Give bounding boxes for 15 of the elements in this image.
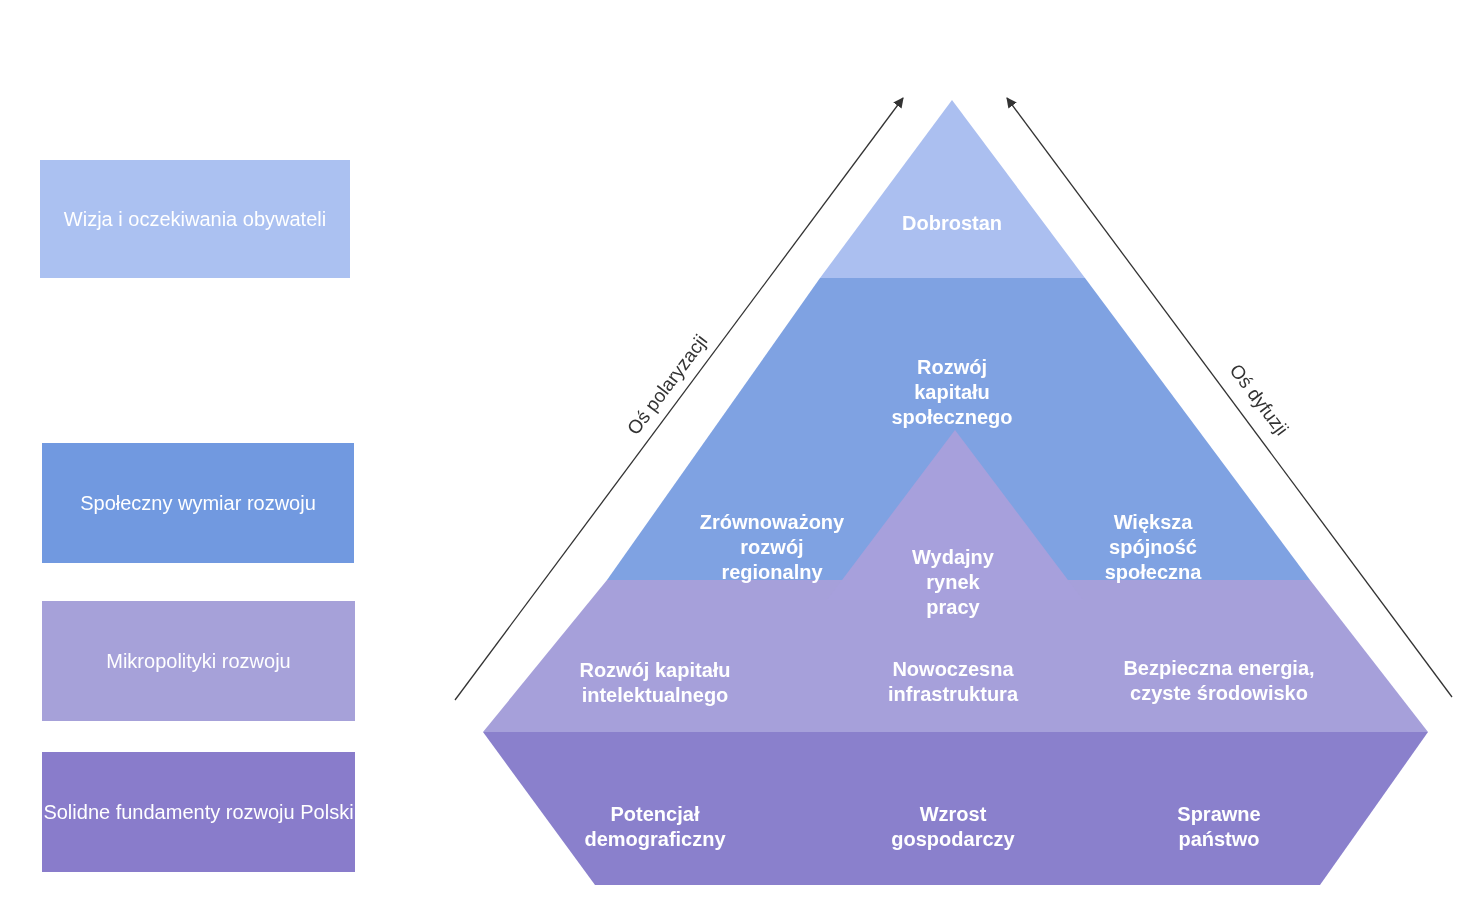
legend-box: Mikropolityki rozwoju <box>42 601 355 721</box>
tier-label: Nowoczesna infrastruktura <box>887 657 1020 707</box>
tier-label: Rozwój kapitału intelektualnego <box>578 658 732 708</box>
tier-label: Wzrost gospodarczy <box>890 802 1016 852</box>
tier-label: Większa spójność społeczna <box>1103 510 1203 585</box>
legend-box: Społeczny wymiar rozwoju <box>42 443 354 563</box>
tier-label: Wydajny rynek pracy <box>911 545 995 620</box>
tier-label: Potencjał demograficzny <box>583 802 727 852</box>
tier-label: Sprawne państwo <box>1176 802 1262 852</box>
tier-label: Zrównoważony rozwój regionalny <box>698 510 846 585</box>
legend-box: Wizja i oczekiwania obywateli <box>40 160 350 278</box>
tier-label: Dobrostan <box>901 211 1003 236</box>
tier-label: Rozwój kapitału społecznego <box>890 355 1014 430</box>
legend-box: Solidne fundamenty rozwoju Polski <box>42 752 355 872</box>
tier-label: Bezpieczna energia, czyste środowisko <box>1122 656 1316 706</box>
